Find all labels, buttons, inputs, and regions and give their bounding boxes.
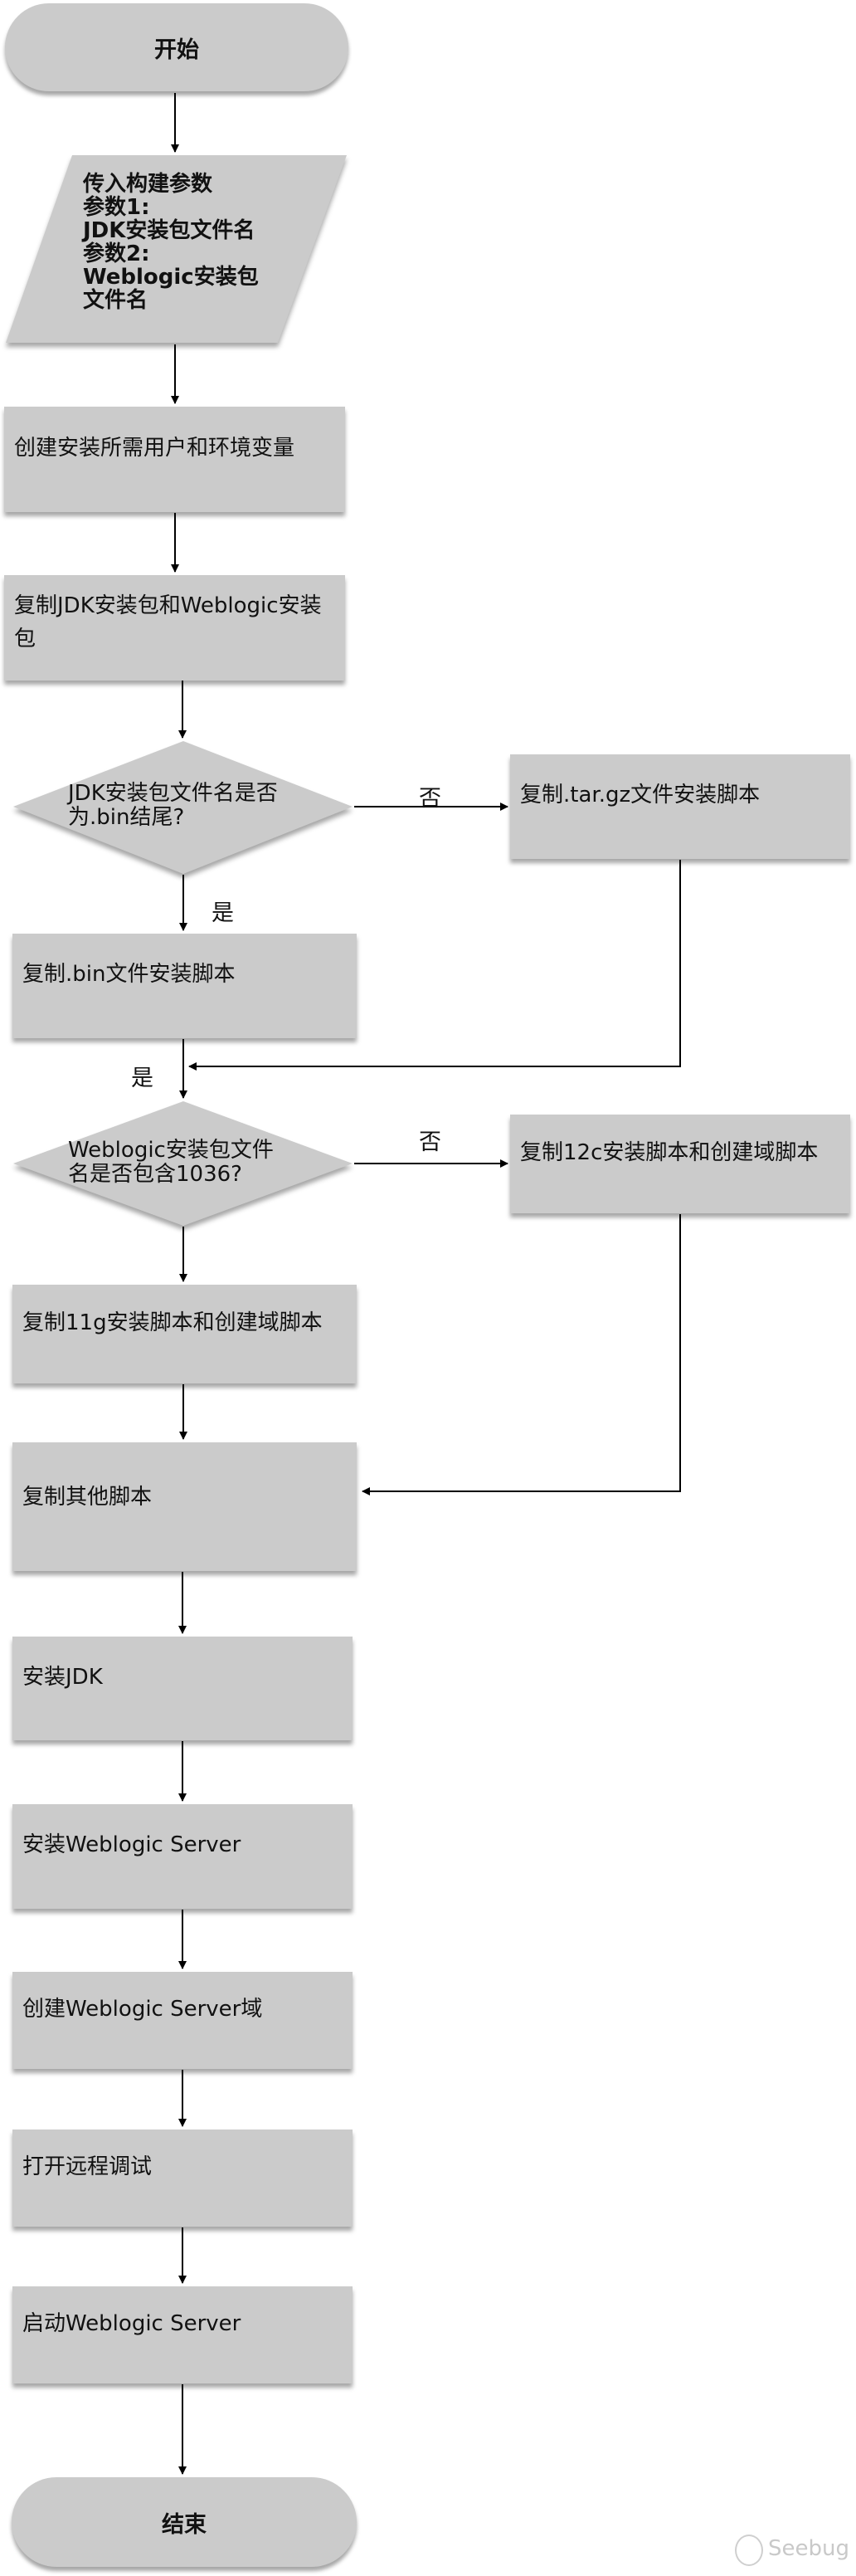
step-copy-other-label: 复制其他脚本 [22,1484,153,1510]
line-targz-merge [188,860,681,1071]
step-copy-12c: 复制12c安装脚本和创建域脚本 [510,1115,850,1213]
step-copy-packages: 复制JDK安装包和Weblogic安装包 [4,575,345,681]
step-remote-debug-label: 打开远程调试 [22,2154,153,2179]
decision-weblogic-text: Weblogic安装包文件 名是否包含1036? [68,1138,274,1187]
step-copy-bin-label: 复制.bin文件安装脚本 [22,962,236,987]
start-terminal: 开始 [5,3,348,91]
label-no-weblogic: 否 [419,1129,441,1155]
step-install-wls: 安装Weblogic Server [12,1804,353,1909]
step-install-jdk: 安装JDK [12,1637,353,1740]
step-create-domain: 创建Weblogic Server域 [12,1972,353,2069]
watermark-text: Seebug [768,2536,849,2561]
step-install-wls-label: 安装Weblogic Server [22,1832,241,1857]
step-create-user-env: 创建安装所需用户和环境变量 [4,407,345,512]
step-copy-targz-label: 复制.tar.gz文件安装脚本 [520,783,761,807]
decision-diamond-weblogic [13,1101,353,1226]
end-terminal: 结束 [12,2477,357,2567]
step-install-jdk-label: 安装JDK [22,1664,103,1690]
step-copy-targz: 复制.tar.gz文件安装脚本 [510,754,850,859]
step-copy-11g: 复制11g安装脚本和创建域脚本 [12,1285,357,1383]
start-label: 开始 [154,37,199,63]
label-yes-jdk: 是 [212,900,234,926]
step-start-wls: 启动Weblogic Server [12,2286,353,2383]
input-parallelogram [6,155,347,343]
end-label: 结束 [162,2511,207,2538]
input-text: 传入构建参数 参数1: JDK安装包文件名 参数2: Weblogic安装包 文… [83,172,259,313]
label-yes-merge: 是 [131,1066,153,1091]
step-create-user-env-label: 创建安装所需用户和环境变量 [14,435,295,461]
line-12c-merge [362,1214,681,1495]
decision-diamond-jdk [13,741,353,874]
step-copy-packages-label: 复制JDK安装包和Weblogic安装包 [14,593,322,651]
seebug-watermark: Seebug [735,2535,849,2569]
step-copy-other: 复制其他脚本 [12,1442,357,1571]
step-remote-debug: 打开远程调试 [12,2130,353,2227]
step-copy-11g-label: 复制11g安装脚本和创建域脚本 [22,1310,323,1335]
step-copy-12c-label: 复制12c安装脚本和创建域脚本 [520,1139,819,1165]
decision-jdk-text: JDK安装包文件名是否 为.bin结尾? [68,781,278,830]
step-copy-bin: 复制.bin文件安装脚本 [12,934,357,1038]
step-start-wls-label: 启动Weblogic Server [22,2310,241,2336]
seebug-logo-icon [735,2535,763,2566]
label-no-jdk: 否 [419,786,441,812]
step-create-domain-label: 创建Weblogic Server域 [22,1996,263,2022]
